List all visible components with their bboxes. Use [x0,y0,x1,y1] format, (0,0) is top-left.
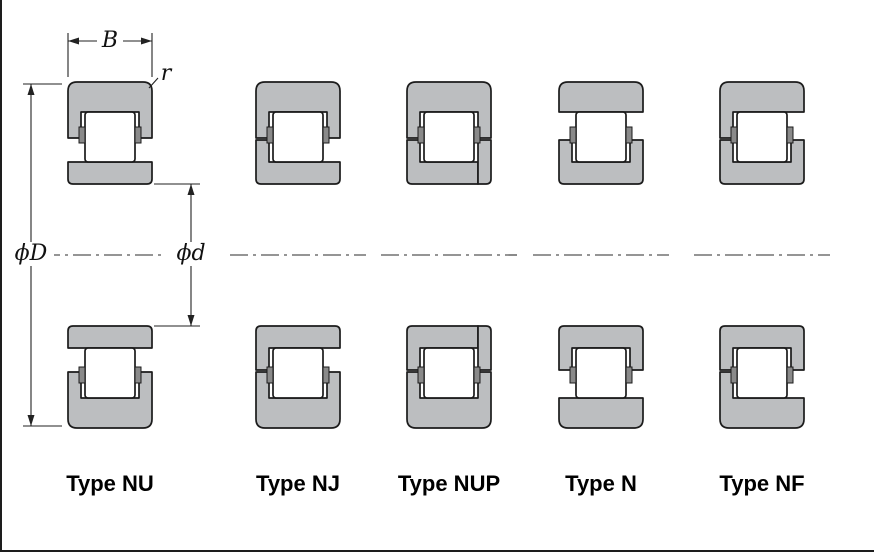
cage-segment [134,126,142,144]
cage-segment [417,126,425,144]
type-label-nup: Type NUP [397,471,501,496]
dim-label-outside-diameter: ϕD [8,241,54,267]
roller [84,111,136,163]
outer-ring [255,81,341,139]
arrowhead [68,37,79,45]
loose-rib-plate [477,139,492,185]
dim-label-corner-radius: r [160,61,172,86]
type-label-nj: Type NJ [256,471,340,496]
bearing-diagram-type-nu [42,81,166,429]
outer-ring [406,81,492,139]
dim-label-bore-diameter: ϕd [168,241,214,267]
leader-line-r [148,77,159,89]
figure-border-left [0,0,2,552]
inner-ring [67,161,153,185]
cage-segment [473,126,481,144]
outer-ring [67,81,153,139]
bearing-top-half [558,81,644,185]
cage-segment [625,126,633,144]
cage-segment [78,126,86,144]
type-label-n: Type N [565,471,637,496]
type-label-nu: Type NU [66,471,154,496]
bearing-top-half [719,81,805,185]
bearing-diagram-type-nf [694,81,830,429]
roller [736,111,788,163]
bearing-top-half [67,81,153,185]
outer-ring [558,81,644,113]
roller [272,111,324,163]
bearing-bottom-half [255,325,341,429]
arrowhead [141,37,152,45]
bearing-diagram-type-n [533,81,669,429]
arrowhead [27,415,35,426]
figure-border-bottom [0,550,874,552]
bearing-bottom-half [67,325,153,429]
bearing-diagram-type-nup [381,81,517,429]
bearing-bottom-half [558,325,644,429]
cage-segment [322,126,330,144]
dim-label-width: B [97,28,123,54]
type-label-nf: Type NF [719,471,805,496]
bearing-top-half [406,81,492,185]
roller [575,111,627,163]
arrowhead [187,184,195,195]
outer-ring [719,81,805,139]
roller [423,111,475,163]
cage-segment [730,126,738,144]
bearing-bottom-half [719,325,805,429]
cage-segment [786,126,794,144]
arrowhead [27,84,35,95]
arrowhead [187,315,195,326]
cage-segment [569,126,577,144]
cage-segment [266,126,274,144]
bearing-top-half [255,81,341,185]
bearing-diagram-type-nj [230,81,366,429]
bearing-bottom-half [406,325,492,429]
